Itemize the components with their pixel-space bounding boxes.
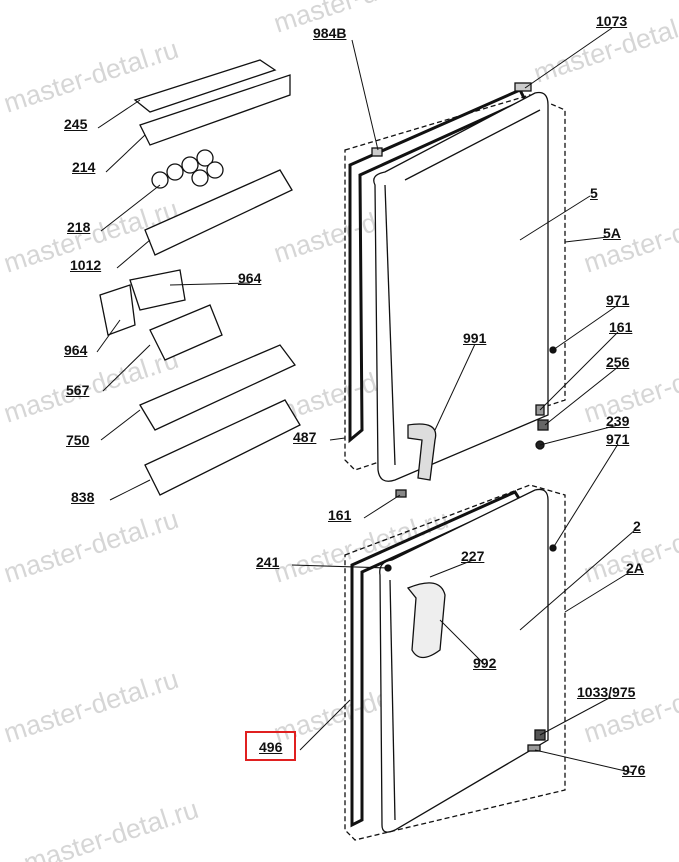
label-964-left: 964 [64, 342, 88, 358]
label-5A: 5A [603, 225, 621, 241]
label-971-bottom: 971 [606, 431, 630, 447]
upper-door [371, 82, 557, 498]
label-161-bottom: 161 [328, 507, 352, 523]
label-964-top: 964 [238, 270, 262, 286]
label-241: 241 [256, 554, 280, 570]
label-5: 5 [590, 185, 598, 201]
lower-door-gasket [350, 490, 523, 828]
label-971-top: 971 [606, 292, 630, 308]
label-1012: 1012 [70, 257, 102, 273]
lower-door [379, 488, 557, 833]
label-487: 487 [293, 429, 317, 445]
label-256: 256 [606, 354, 630, 370]
label-991: 991 [463, 330, 487, 346]
label-984B: 984B [313, 25, 347, 41]
label-218: 218 [67, 219, 91, 235]
label-838: 838 [71, 489, 95, 505]
lower-door-gasket-outline [344, 484, 566, 841]
door-shelves [99, 59, 301, 496]
label-227: 227 [461, 548, 485, 564]
label-1033-975: 1033/975 [577, 684, 636, 700]
label-245: 245 [64, 116, 88, 132]
label-2A: 2A [626, 560, 644, 576]
label-239: 239 [606, 413, 630, 429]
label-2: 2 [633, 518, 641, 534]
label-496-highlighted[interactable]: 496 [245, 731, 297, 761]
label-992: 992 [473, 655, 497, 671]
label-976: 976 [622, 762, 646, 778]
label-214: 214 [72, 159, 96, 175]
label-161-top: 161 [609, 319, 633, 335]
label-1073: 1073 [596, 13, 628, 29]
label-567: 567 [66, 382, 90, 398]
leader-lines [96, 27, 636, 774]
label-750: 750 [66, 432, 90, 448]
